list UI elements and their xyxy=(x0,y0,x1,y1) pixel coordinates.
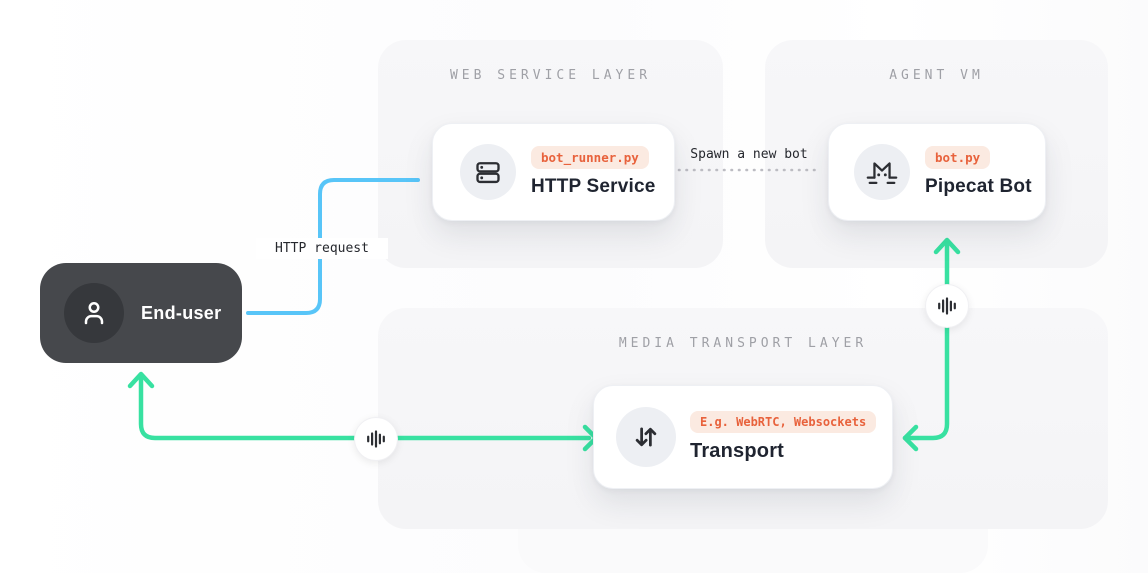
panel-media-transport-layer-title: MEDIA TRANSPORT LAYER xyxy=(618,336,868,351)
transfer-arrows-icon xyxy=(616,407,676,467)
person-icon xyxy=(64,283,124,343)
waveform-icon xyxy=(354,417,398,461)
node-pipecat-bot-title: Pipecat Bot xyxy=(925,176,1032,197)
panel-agent-vm-title: AGENT VM xyxy=(889,68,984,83)
waveform-icon xyxy=(925,284,969,328)
edge-label-http-request: HTTP request xyxy=(256,238,388,259)
file-badge: bot_runner.py xyxy=(531,146,649,169)
protocol-badge: E.g. WebRTC, Websockets xyxy=(690,411,877,433)
node-transport: E.g. WebRTC, Websockets Transport xyxy=(593,385,893,489)
edge-label-spawn-bot: Spawn a new bot xyxy=(690,147,808,162)
server-icon xyxy=(460,144,516,200)
node-http-service-title: HTTP Service xyxy=(531,176,656,197)
pipecat-cat-icon xyxy=(854,144,910,200)
file-badge: bot.py xyxy=(925,146,991,169)
panel-web-service-layer-title: WEB SERVICE LAYER xyxy=(449,68,652,83)
node-end-user: End-user xyxy=(40,263,242,363)
node-http-service: bot_runner.py HTTP Service xyxy=(432,123,675,221)
node-transport-title: Transport xyxy=(690,440,785,462)
node-pipecat-bot: bot.py Pipecat Bot xyxy=(828,123,1046,221)
bot-transport-arrow xyxy=(902,237,961,452)
end-user-label: End-user xyxy=(141,302,222,323)
